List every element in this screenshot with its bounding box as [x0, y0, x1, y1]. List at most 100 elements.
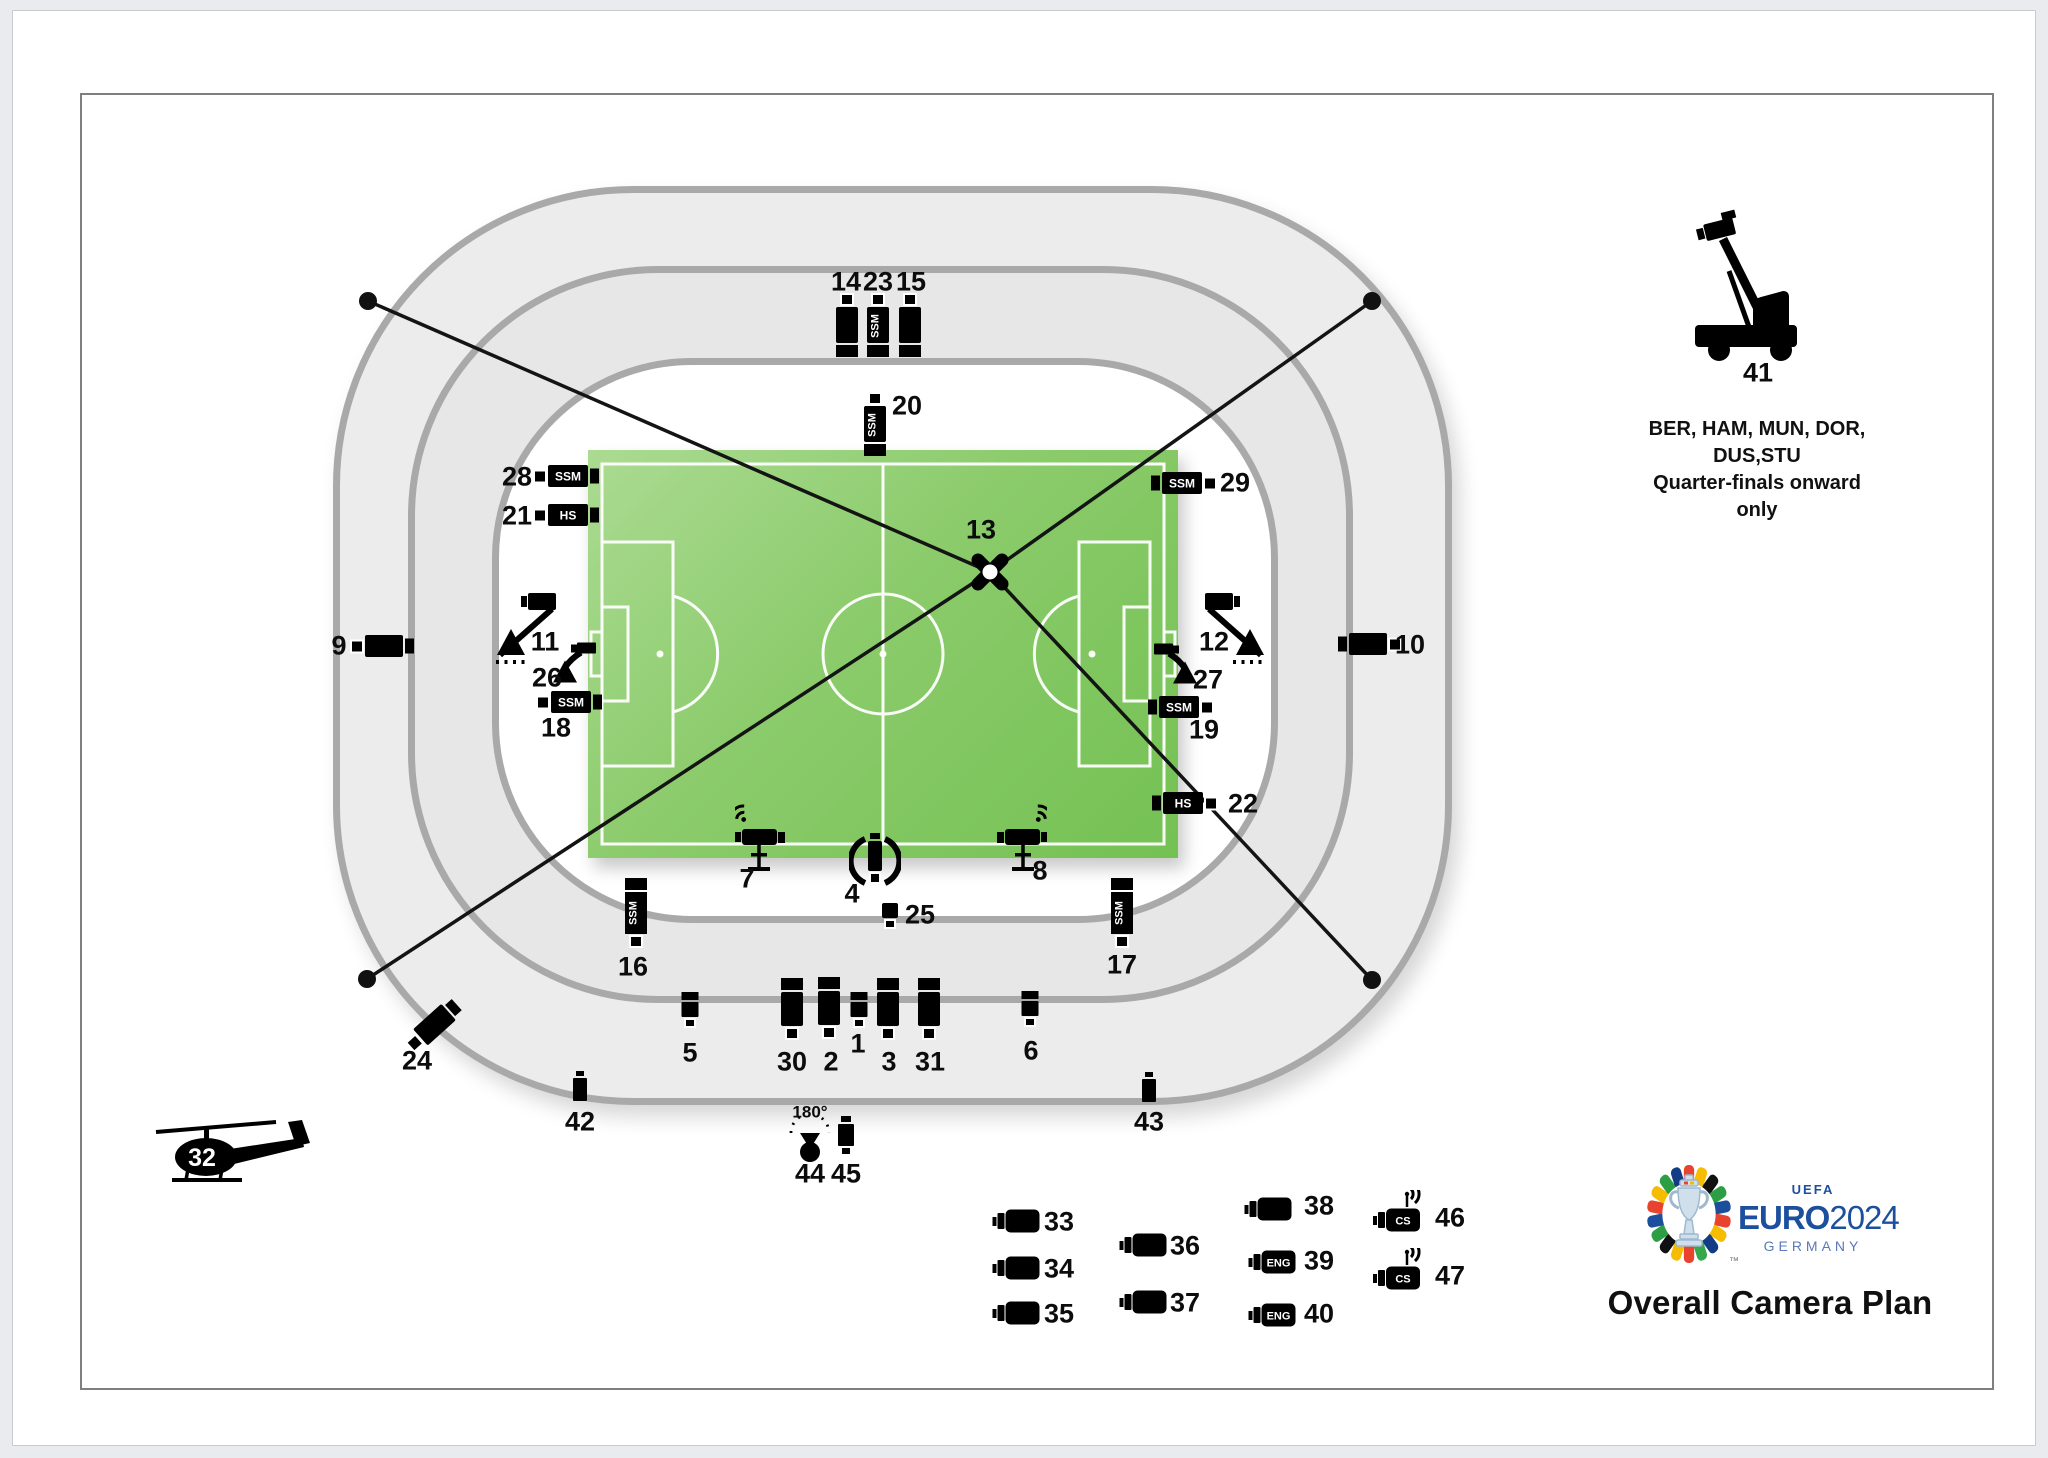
camera-35-icon	[992, 1300, 1040, 1326]
camera-6-label: 6	[1023, 1035, 1039, 1066]
svg-text:SSM: SSM	[1169, 477, 1195, 491]
camera-47-label: 47	[1434, 1260, 1466, 1291]
camera-33-icon	[992, 1208, 1040, 1234]
camera-15-icon	[899, 293, 921, 357]
camera-36-label: 36	[1169, 1230, 1201, 1261]
euro-year-text: EURO2024	[1738, 1199, 1900, 1236]
camera-38-label: 38	[1303, 1190, 1335, 1221]
camera-22-icon: HS	[1152, 792, 1218, 814]
page-title: Overall Camera Plan	[1607, 1284, 1933, 1321]
camera-42-icon	[573, 1071, 587, 1101]
camera-23-icon: SSM	[867, 293, 889, 357]
camera-16-icon: SSM	[625, 878, 647, 950]
camera-39-icon: ENG	[1248, 1249, 1296, 1275]
germany-text: GERMANY	[1763, 1238, 1863, 1254]
euro2024-wordmark: UEFA EURO2024 GERMANY	[1738, 1182, 1900, 1254]
trademark-symbol: ™	[1729, 1256, 1739, 1267]
svg-text:HS: HS	[1175, 797, 1192, 811]
camera-17-icon: SSM	[1111, 878, 1133, 950]
camera-1-icon	[850, 992, 868, 1028]
camera-14-icon	[836, 293, 858, 357]
camera-27-label: 27	[1192, 664, 1224, 695]
camera-19-label: 19	[1188, 714, 1220, 745]
svg-text:SSM: SSM	[870, 314, 882, 338]
camera-34-label: 34	[1043, 1253, 1075, 1284]
camera-4-label: 4	[844, 878, 860, 909]
camera-21-label: 21	[501, 500, 533, 531]
camera-44-icon	[788, 1112, 832, 1164]
note-line: DUS,STU	[1713, 445, 1801, 467]
euro2024-trophy-logo	[1645, 1163, 1733, 1270]
svg-text:ENG: ENG	[1267, 1258, 1291, 1270]
camera-2-label: 2	[823, 1046, 839, 1077]
camera-21-icon: HS	[533, 504, 599, 526]
camera-39-label: 39	[1303, 1245, 1335, 1276]
svg-text:32: 32	[188, 1144, 216, 1172]
camera-22-label: 22	[1227, 788, 1259, 819]
camera-38-icon	[1244, 1196, 1292, 1222]
camera-46-label: 46	[1434, 1202, 1466, 1233]
camera-43-label: 43	[1133, 1106, 1165, 1137]
camera-26-label: 26	[531, 662, 563, 693]
svg-text:CS: CS	[1395, 1216, 1410, 1228]
camera-12-icon	[1197, 591, 1269, 667]
camera-30-label: 30	[776, 1046, 808, 1077]
camera-45-label: 45	[830, 1158, 862, 1189]
pitch-markings	[589, 462, 1177, 846]
camera-31-label: 31	[914, 1046, 946, 1077]
svg-text:SSM: SSM	[1114, 901, 1126, 925]
camera-46-icon: CS	[1373, 1183, 1427, 1234]
camera-30-icon	[781, 978, 803, 1040]
camera-47-icon: CS	[1373, 1241, 1427, 1292]
svg-text:ENG: ENG	[1267, 1311, 1291, 1323]
svg-text:SSM: SSM	[558, 696, 584, 710]
svg-text:SSM: SSM	[628, 901, 640, 925]
camera-20-icon: SSM	[864, 392, 886, 456]
camera-34-icon	[992, 1255, 1040, 1281]
camera-25-icon	[882, 903, 899, 929]
uefa-text: UEFA	[1791, 1182, 1835, 1197]
camera-25-label: 25	[904, 899, 936, 930]
camera-24-icon	[402, 996, 464, 1055]
camera-3-icon	[877, 978, 899, 1040]
camera-24-label: 24	[401, 1045, 433, 1076]
logo-petals	[1647, 1165, 1731, 1263]
camera-20-label: 20	[891, 390, 923, 421]
svg-text:SSM: SSM	[867, 413, 879, 437]
camera-2-icon	[818, 977, 840, 1039]
svg-text:HS: HS	[560, 509, 577, 523]
camera-43-icon	[1142, 1072, 1156, 1102]
camera-28-icon: SSM	[533, 465, 599, 487]
camera-13-label: 13	[965, 514, 997, 545]
camera-35-label: 35	[1043, 1298, 1075, 1329]
camera-8-icon	[995, 801, 1054, 871]
camera-32-icon: 32	[154, 1117, 312, 1187]
camera-7-icon	[728, 801, 787, 871]
camera-14-label: 14	[830, 266, 862, 297]
camera-26-icon	[551, 642, 597, 684]
camera-5-icon	[681, 992, 699, 1028]
football-pitch	[588, 450, 1178, 858]
note-line: BER, HAM, MUN, DOR,	[1648, 418, 1866, 440]
camera-17-label: 17	[1106, 949, 1138, 980]
camera-27-icon	[1153, 643, 1199, 685]
camera-3-label: 3	[881, 1046, 897, 1077]
note-line: Quarter-finals onward	[1653, 472, 1861, 494]
svg-text:SSM: SSM	[1166, 701, 1192, 715]
camera-29-icon: SSM	[1151, 472, 1217, 494]
camera-40-icon: ENG	[1248, 1302, 1296, 1328]
camera-31-icon	[918, 978, 940, 1040]
camera-12-label: 12	[1198, 626, 1230, 657]
svg-text:SSM: SSM	[555, 470, 581, 484]
camera-10-icon	[1338, 633, 1402, 655]
camera-45-icon	[838, 1116, 855, 1156]
camera-29-label: 29	[1219, 467, 1251, 498]
camera-13-icon	[970, 552, 1010, 592]
camera-9-label: 9	[331, 630, 347, 661]
note-line: only	[1736, 499, 1778, 521]
camera-41-label: 41	[1742, 357, 1774, 388]
camera-18-label: 18	[540, 712, 572, 743]
camera-42-label: 42	[564, 1106, 596, 1137]
camera-11-label: 11	[530, 626, 560, 657]
